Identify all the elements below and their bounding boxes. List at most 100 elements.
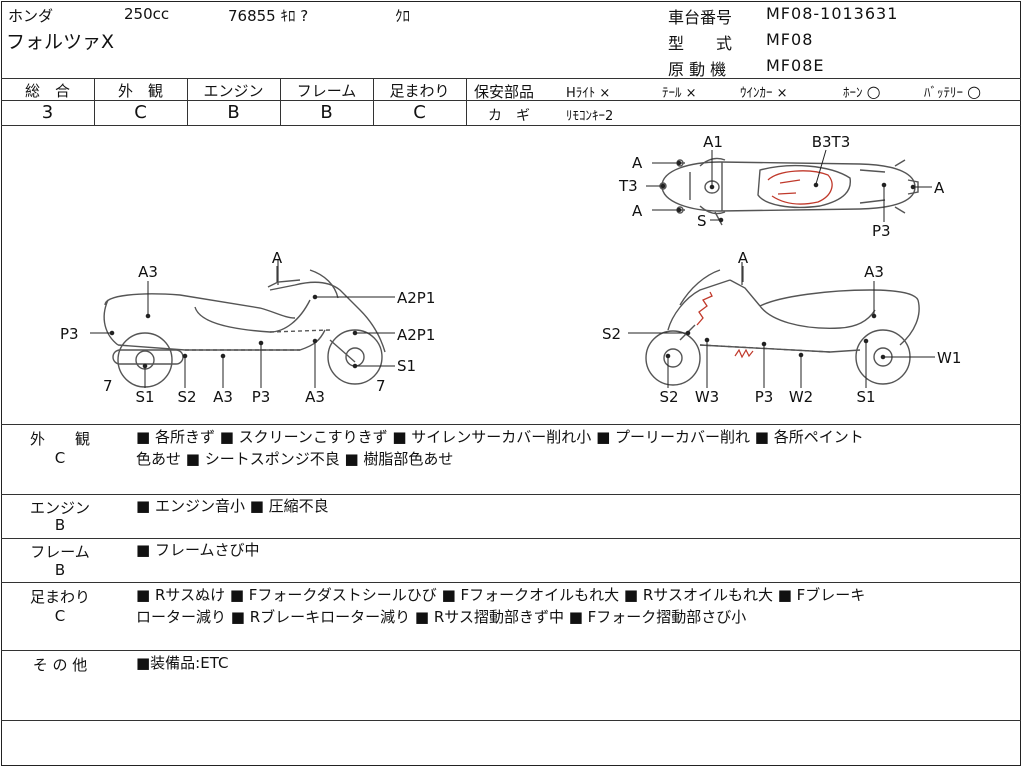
left-label-s1: S1	[397, 357, 416, 375]
left-label-a2p1: A2P1	[397, 289, 435, 307]
left-label-s1: S1	[135, 388, 154, 406]
rule	[466, 78, 467, 125]
top-label-a: A	[934, 179, 945, 197]
rule	[1, 538, 1021, 539]
safety-item-tail: ﾃｰﾙ ×	[662, 86, 697, 101]
maker: ホンダ	[8, 7, 54, 25]
rule	[1, 78, 1021, 79]
right-label-w3: W3	[695, 388, 719, 406]
section-exterior-label: 外 観	[29, 430, 90, 448]
section-exterior-grade: C	[54, 449, 66, 467]
safety-item-winker: ｳｲﾝｶｰ ×	[740, 86, 788, 101]
rule	[467, 100, 1021, 101]
right-label-p3: P3	[755, 388, 774, 406]
section-suspension-grade: C	[54, 607, 66, 625]
left-label-p3: P3	[252, 388, 271, 406]
grade-engine-value: B	[227, 102, 240, 123]
top-label-a: A	[632, 154, 643, 172]
left-label-a3: A3	[138, 263, 158, 281]
rule	[1, 650, 1021, 651]
section-frame-line: ■ フレームさび中	[136, 541, 260, 559]
top-label-a1: A1	[703, 133, 723, 151]
rule	[187, 78, 188, 125]
safety-mark: ×	[776, 86, 788, 101]
section-suspension-line: ローター減り ■ Rブレーキローター減り ■ Rサス摺動部きず中 ■ Fフォーク…	[136, 608, 747, 626]
section-exterior-line: 色あせ ■ シートスポンジ不良 ■ 樹脂部色あせ	[136, 450, 454, 468]
frame-no-label: 車台番号	[668, 8, 733, 27]
grade-overall-label: 総 合	[24, 82, 70, 100]
right-label-w2: W2	[789, 388, 813, 406]
section-engine-label: エンジン	[29, 499, 90, 517]
rule	[1, 424, 1021, 425]
left-label-a2p1: A2P1	[397, 326, 435, 344]
grade-engine-label: エンジン	[203, 82, 264, 100]
section-suspension-label: 足まわり	[29, 588, 90, 606]
color: ｸﾛ	[395, 7, 411, 25]
damage-mark	[777, 179, 801, 195]
section-exterior-line: ■ 各所きず ■ スクリーンこすりきず ■ サイレンサーカバー削れ小 ■ プーリ…	[136, 428, 864, 446]
section-other-line: ■装備品:ETC	[136, 654, 229, 672]
rule	[1, 494, 1021, 495]
right-label-a3: A3	[864, 263, 884, 281]
left-label-a: A	[272, 249, 283, 267]
safety-mark: ×	[599, 86, 611, 101]
left-label-7: 7	[103, 377, 113, 395]
top-label-s: S	[697, 212, 707, 230]
section-other-label: そ の 他	[32, 656, 88, 674]
damage-mark	[696, 291, 713, 326]
section-suspension-line: ■ Rサスぬけ ■ Fフォークダストシールひび ■ Fフォークオイルもれ大 ■ …	[136, 586, 866, 604]
safety-mark: ○	[967, 82, 982, 101]
left-label-7: 7	[376, 377, 386, 395]
safety-item-battery: ﾊﾞｯﾃﾘｰ ○	[924, 82, 982, 101]
grade-exterior-label: 外 観	[117, 82, 163, 100]
safety-item-horn: ﾎｰﾝ ○	[843, 82, 881, 101]
right-label-s2: S2	[659, 388, 678, 406]
grade-suspension-label: 足まわり	[389, 82, 450, 100]
left-label-s2: S2	[177, 388, 196, 406]
right-label-a: A	[738, 249, 749, 267]
rule	[1, 100, 467, 101]
engine-type: MF08E	[766, 56, 825, 75]
rule	[280, 78, 281, 125]
section-engine-grade: B	[54, 516, 66, 534]
left-label-a3: A3	[213, 388, 233, 406]
safety-item-headlight: Hﾗｲﾄ ×	[566, 86, 611, 101]
displacement: 250cc	[124, 5, 170, 23]
right-label-s1: S1	[856, 388, 875, 406]
grade-suspension-value: C	[413, 102, 426, 123]
frame-no: MF08-1013631	[766, 4, 899, 23]
rule	[94, 78, 95, 125]
right-label-w1: W1	[937, 349, 961, 367]
rule	[1, 125, 1021, 126]
grade-frame-value: B	[320, 102, 333, 123]
safety-label: 保安部品	[474, 83, 535, 101]
top-label-b3t3: B3T3	[812, 133, 851, 151]
left-label-p3: P3	[60, 325, 79, 343]
left-label-a3: A3	[305, 388, 325, 406]
safety-mark: ×	[685, 86, 697, 101]
damage-mark	[767, 170, 833, 205]
damage-mark	[734, 348, 754, 359]
rule	[1, 720, 1021, 721]
model-type: MF08	[766, 30, 814, 49]
model-name: フォルツァX	[6, 31, 115, 53]
grade-overall-value: 3	[41, 102, 54, 123]
left-side-scooter	[103, 260, 386, 388]
engine-type-label: 原 動 機	[668, 60, 727, 79]
grade-frame-label: フレーム	[296, 82, 357, 100]
grade-exterior-value: C	[134, 102, 147, 123]
top-label-a: A	[632, 202, 643, 220]
right-side-scooter	[645, 262, 920, 386]
rule	[1, 582, 1021, 583]
key-label: カ ギ	[488, 108, 530, 124]
right-label-s2: S2	[602, 325, 621, 343]
model-type-label: 型 式	[668, 34, 733, 53]
mileage: 76855 ｷﾛ ?	[228, 7, 309, 25]
top-label-t3: T3	[618, 177, 638, 195]
key-value: ﾘﾓｺﾝｷｰ2	[566, 109, 614, 124]
section-engine-line: ■ エンジン音小 ■ 圧縮不良	[136, 497, 329, 515]
damage-diagram: A1 B3T3 A T3 A S P3 A A A3 A2P1 P3	[60, 133, 961, 406]
section-frame-label: フレーム	[30, 543, 90, 561]
section-frame-grade: B	[54, 561, 66, 579]
